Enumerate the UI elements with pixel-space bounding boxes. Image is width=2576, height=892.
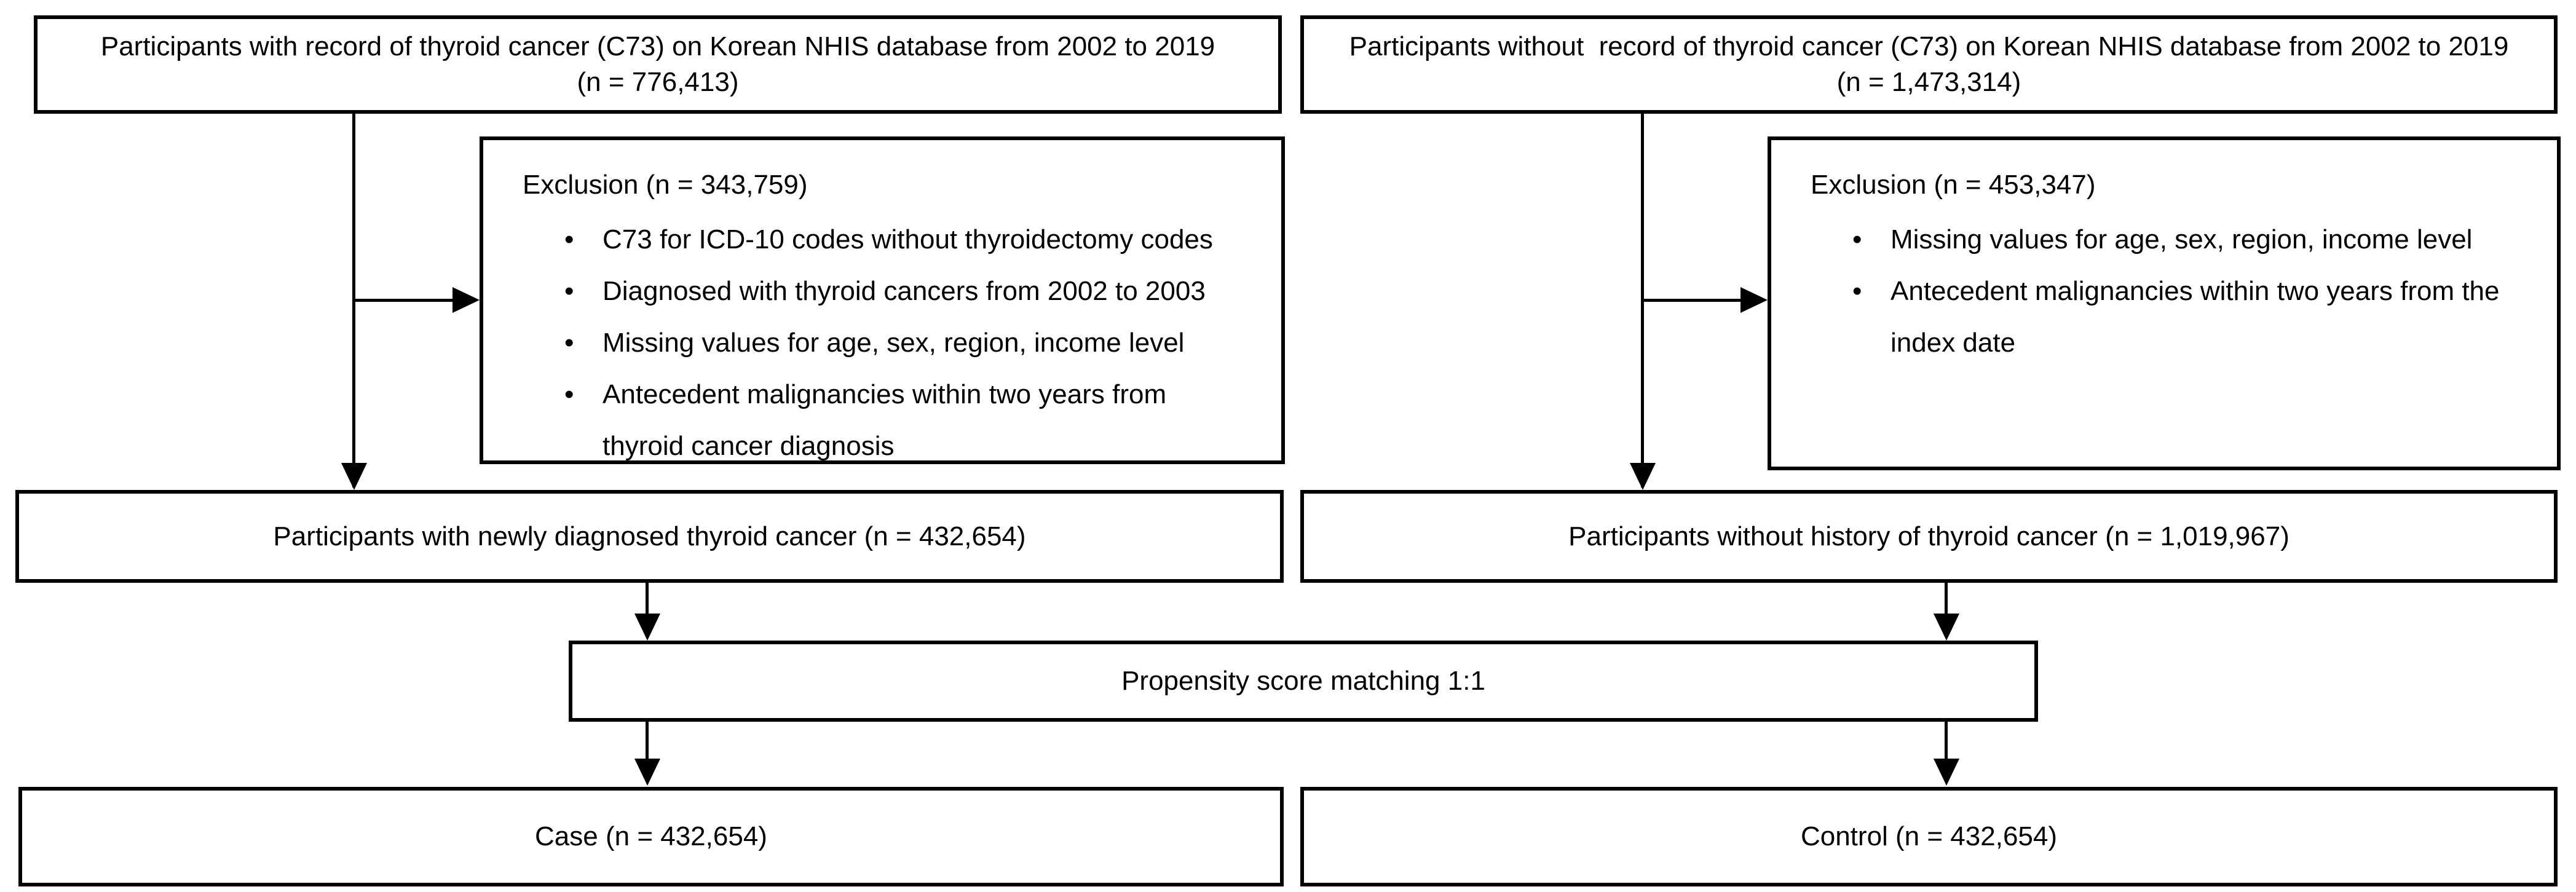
box-text-line: Participants without history of thyroid … [1568,521,2290,551]
bullet-icon: • [1852,224,1862,255]
box-n-line: (n = 1,473,314) [1836,67,2021,97]
connector-case-to-psm [646,583,649,616]
box-participants-with-record: Participants with record of thyroid canc… [34,15,1282,114]
bullet-icon: • [564,328,574,358]
exclusion-item-text: Diagnosed with thyroid cancers from 2002… [603,276,1206,306]
box-n-line: (n = 776,413) [577,67,739,97]
box-text-line: Propensity score matching 1:1 [1121,666,1485,696]
arrowhead-down-icon [1934,614,1959,641]
connector-psm-to-case [646,722,649,761]
exclusion-item: • Antecedent malignancies within two year… [1852,266,2535,369]
exclusion-title: Exclusion (n = 453,347) [1811,170,2096,200]
box-newly-diagnosed: Participants with newly diagnosed thyroi… [15,490,1284,583]
arrowhead-down-icon [1934,759,1959,786]
exclusion-list: • Missing values for age, sex, region, in… [1811,214,2535,369]
arrowhead-down-icon [1630,463,1656,490]
arrowhead-down-icon [634,759,660,786]
box-text-line: Participants with newly diagnosed thyroi… [273,521,1026,551]
box-propensity-matching: Propensity score matching 1:1 [569,641,2038,722]
exclusion-item-text: Missing values for age, sex, region, inc… [1891,224,2473,255]
box-text-line: Control (n = 432,654) [1800,821,2058,851]
exclusion-item: • Diagnosed with thyroid cancers from 200… [564,266,1259,317]
box-text-line: Participants without record of thyroid c… [1349,31,2509,61]
connector-psm-to-control [1945,722,1948,761]
exclusion-item: • Missing values for age, sex, region, in… [1852,214,2535,266]
box-exclusion-right: Exclusion (n = 453,347) • Missing values … [1768,136,2561,470]
exclusion-item: • Missing values for age, sex, region, in… [564,317,1259,369]
box-participants-without-record: Participants without record of thyroid c… [1300,15,2558,114]
arrowhead-down-icon [634,614,660,641]
exclusion-title: Exclusion (n = 343,759) [523,170,808,200]
box-control-group: Control (n = 432,654) [1300,787,2558,886]
connector-control-to-psm [1945,583,1948,616]
arrowhead-right-icon [1740,287,1768,313]
exclusion-item: • C73 for ICD-10 codes without thyroidect… [564,214,1259,266]
exclusion-list: • C73 for ICD-10 codes without thyroidect… [523,214,1259,472]
bullet-icon: • [564,276,574,306]
bullet-icon: • [564,224,574,255]
box-without-history: Participants without history of thyroid … [1300,490,2558,583]
box-text-line: Case (n = 432,654) [535,821,767,851]
box-case-group: Case (n = 432,654) [18,787,1284,886]
box-text-line: Participants with record of thyroid canc… [100,31,1215,61]
connector-left-branch [354,299,454,302]
exclusion-item-text: Missing values for age, sex, region, inc… [603,328,1185,358]
exclusion-item-text: C73 for ICD-10 codes without thyroidecto… [603,224,1213,255]
exclusion-item-text: Antecedent malignancies within two years… [1891,276,2500,358]
box-exclusion-left: Exclusion (n = 343,759) • C73 for ICD-10 … [480,136,1285,464]
arrowhead-right-icon [452,287,480,313]
bullet-icon: • [564,379,574,409]
bullet-icon: • [1852,276,1862,306]
exclusion-item: • Antecedent malignancies within two year… [564,369,1259,472]
connector-right-branch [1642,299,1742,302]
arrowhead-down-icon [341,463,367,490]
exclusion-item-text: Antecedent malignancies within two years… [603,379,1167,461]
